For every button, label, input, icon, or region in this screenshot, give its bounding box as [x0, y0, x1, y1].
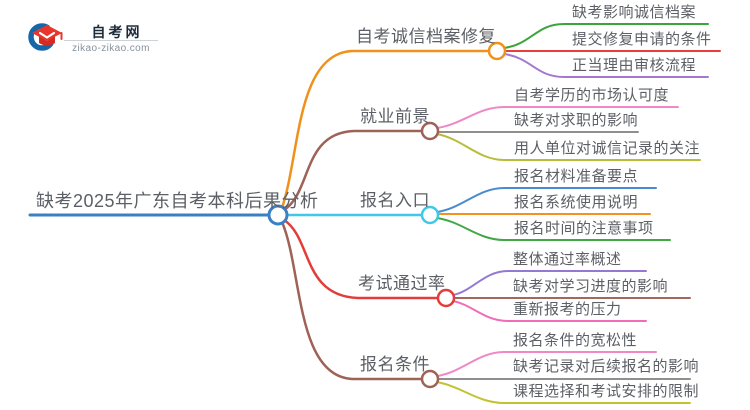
underline-leaf-3-1	[436, 187, 657, 213]
underline-leaf-3-3	[436, 217, 671, 241]
underline-leaf-5-3	[436, 381, 691, 404]
underline-leaf-1-3	[503, 53, 709, 78]
connector-branch-1	[280, 49, 491, 210]
central-topic: 缺考2025年广东自考本科后果分析	[36, 191, 319, 211]
branch-3-label: 报名入口	[360, 191, 430, 210]
underline-leaf-4-1	[452, 270, 647, 296]
logo-domain: zikao-zikao.com	[72, 43, 150, 54]
logo-swoosh	[28, 23, 56, 51]
branch-3-node-circle	[420, 205, 440, 225]
leaf-2-1-label: 自考学历的市场认可度	[514, 87, 670, 104]
leaf-4-1-label: 整体通过率概述	[513, 251, 622, 268]
leaf-5-1-label: 报名条件的宽松性	[513, 332, 638, 349]
branch-4-label: 考试通过率	[358, 274, 446, 293]
logo-site-name: 自考网	[91, 24, 143, 40]
branch-1-node-circle	[487, 41, 507, 61]
leaf-5-3-label: 课程选择和考试安排的限制	[513, 383, 700, 400]
branch-5-label: 报名条件	[360, 355, 430, 374]
leaf-2-2-label: 缺考对求职的影响	[514, 112, 639, 129]
branch-1-label: 自考诚信档案修复	[356, 27, 496, 46]
underline-leaf-5-1	[436, 351, 657, 377]
underline-leaf-2-1	[436, 106, 679, 129]
leaf-5-2-label: 缺考记录对后续报名的影响	[513, 358, 700, 375]
central-node-circle	[267, 204, 289, 226]
graduation-cap-icon	[28, 23, 63, 51]
underline-leaf-2-3	[436, 133, 701, 161]
leaf-4-3-label: 重新报考的压力	[513, 301, 622, 318]
underline-leaf-4-3	[452, 300, 647, 322]
leaf-1-2-label: 提交修复申请的条件	[572, 31, 712, 48]
logo-cap-chevron	[38, 31, 56, 39]
branch-4-node-circle	[436, 288, 456, 308]
connector-branch-2	[282, 129, 423, 212]
leaf-3-2-label: 报名系统使用说明	[514, 194, 639, 211]
leaf-1-3-label: 正当理由审核流程	[572, 57, 697, 74]
leaf-2-3-label: 用人单位对诚信记录的关注	[514, 140, 701, 157]
logo-cap-base	[39, 36, 55, 46]
logo-divider	[64, 40, 158, 41]
leaf-4-2-label: 缺考对学习进度的影响	[513, 278, 669, 295]
leaf-3-1-label: 报名材料准备要点	[514, 168, 639, 185]
leaf-1-1-label: 缺考影响诚信档案	[572, 4, 697, 21]
site-logo[interactable]: 自考网 zikao-zikao.com	[28, 18, 158, 58]
underline-leaf-1-1	[503, 23, 709, 49]
logo-cap-top	[32, 25, 62, 41]
branch-2-node-circle	[420, 121, 440, 141]
branch-5-node-circle	[420, 369, 440, 389]
leaf-3-3-label: 报名时间的注意事项	[514, 220, 654, 237]
connector-branch-4	[282, 218, 439, 300]
branch-2-label: 就业前景	[360, 107, 430, 126]
connector-branch-5	[280, 220, 423, 381]
